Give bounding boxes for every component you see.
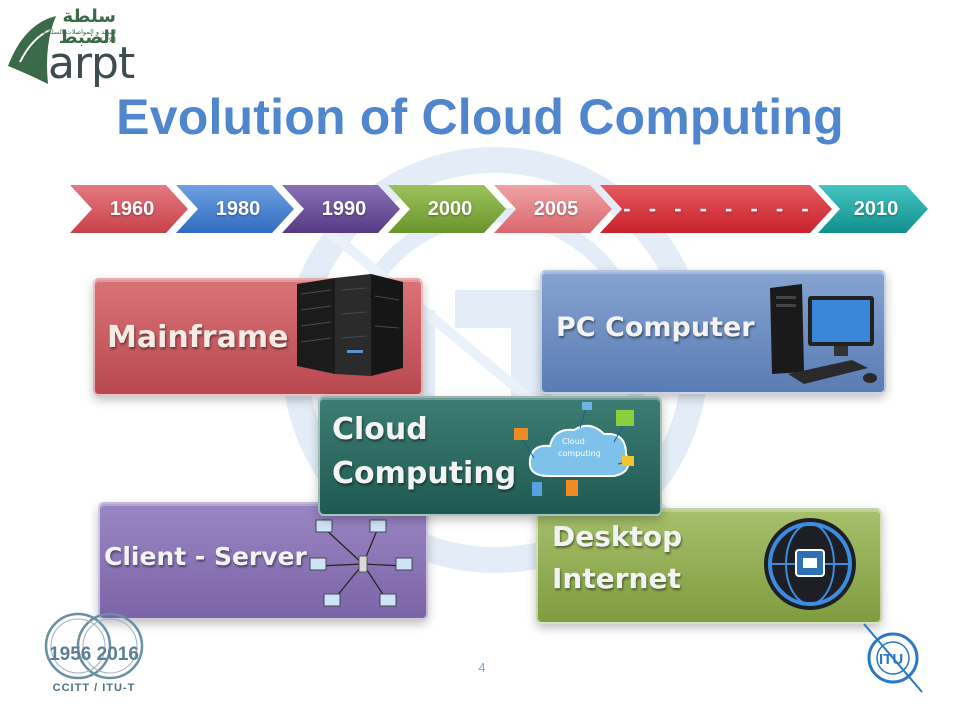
timeline-label: 1980 <box>215 197 261 220</box>
arpt-leaf-icon <box>8 16 56 84</box>
internet-globe-icon <box>764 518 856 610</box>
anniversary-logo: 1956 2016 CCITT / ITU-T <box>40 608 148 700</box>
timeline-step-gap: - - - - - - - - <box>600 185 832 233</box>
anniversary-caption: CCITT / ITU-T <box>52 682 136 694</box>
timeline-step-2010: 2010 <box>818 185 928 233</box>
timeline-label: 1990 <box>321 197 367 220</box>
era-cloud-label-2: Computing <box>332 456 517 491</box>
era-pc-computer: PC Computer <box>540 270 886 394</box>
anniversary-years: 1956 2016 <box>49 644 139 665</box>
arpt-arabic-subtitle: للبريد و المواصلات السلكية و اللاسلكية <box>37 28 116 44</box>
timeline-label: - - - - - - - - <box>623 196 815 221</box>
slide-title: Evolution of Cloud Computing <box>116 89 844 145</box>
desktop-pc-icon <box>770 284 877 384</box>
era-desktop-internet-label-2: Internet <box>552 562 681 595</box>
slide-number: 4 <box>478 660 486 675</box>
timeline: 1960 1980 1990 2000 2005 - - - - - - - -… <box>0 185 960 235</box>
timeline-step-1990: 1990 <box>282 185 400 233</box>
itu-logo-icon: ITU <box>863 623 923 693</box>
era-mainframe: Mainframe <box>93 274 423 396</box>
arpt-wordmark: arpt <box>48 38 135 89</box>
era-mainframe-label: Mainframe <box>107 320 289 355</box>
arpt-arabic-name: سلطة الضبط <box>58 6 116 48</box>
era-cloud-computing: Cloud Computing Cloud computing <box>318 396 662 516</box>
timeline-step-1980: 1980 <box>176 185 294 233</box>
network-topology-icon <box>309 519 413 607</box>
timeline-step-1960: 1960 <box>70 185 188 233</box>
era-desktop-internet: Desktop Internet <box>536 508 882 624</box>
itu-logo-text: ITU <box>879 651 903 668</box>
era-cloud-label-1: Cloud <box>332 412 428 447</box>
cloud-icon-text-1: Cloud <box>562 437 585 446</box>
timeline-label: 1960 <box>109 197 155 220</box>
timeline-label: 2005 <box>533 197 579 220</box>
timeline-step-2005: 2005 <box>494 185 612 233</box>
arpt-logo: سلطة الضبط للبريد و المواصلات السلكية و … <box>4 4 135 96</box>
timeline-label: 2000 <box>427 197 473 220</box>
mainframe-server-icon <box>297 274 403 376</box>
era-desktop-internet-label-1: Desktop <box>552 520 683 553</box>
era-client-server: Client - Server <box>98 502 428 620</box>
anniversary-rings-icon <box>44 612 144 680</box>
timeline-step-2000: 2000 <box>388 185 506 233</box>
cloud-computing-icon: Cloud computing <box>514 402 634 496</box>
era-pc-label: PC Computer <box>556 312 755 343</box>
cloud-icon-text-2: computing <box>558 449 601 458</box>
era-client-server-label: Client - Server <box>104 542 307 571</box>
timeline-label: 2010 <box>853 197 899 220</box>
